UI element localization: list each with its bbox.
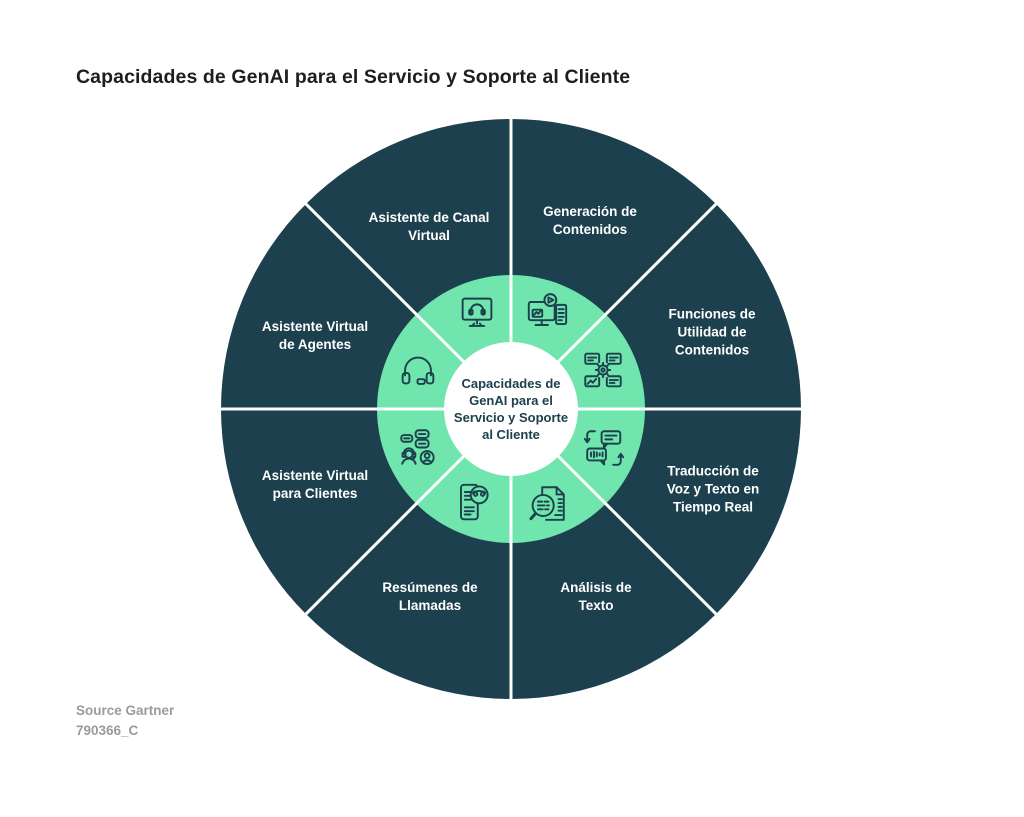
agent-customer-chat-icon	[396, 424, 442, 470]
segment-label-generacion-contenidos: Generación de Contenidos	[543, 204, 637, 237]
center-circle	[444, 342, 578, 476]
segment-label-funciones-utilidad-contenidos: Funciones de Utilidad de Contenidos	[668, 306, 756, 357]
segment-label-analisis-texto: Análisis de Texto	[560, 580, 632, 613]
segment-label-asistente-virtual-clientes: Asistente Virtual para Clientes	[261, 468, 369, 501]
wheel-center-label: Capacidades de GenAI para el Servicio y …	[453, 376, 569, 442]
segment-label-asistente-canal-virtual: Asistente de Canal Virtual	[368, 210, 490, 243]
page-title: Capacidades de GenAI para el Servicio y …	[76, 66, 631, 88]
content-gear-icon	[580, 347, 626, 393]
monitor-headset-icon	[454, 290, 500, 336]
source-line: Source Gartner	[76, 703, 175, 718]
segment-label-asistente-virtual-agentes: Asistente Virtual de Agentes	[261, 319, 369, 352]
translate-bubbles-icon	[581, 425, 627, 471]
segment-label-resumenes-llamadas: Resúmenes de Llamadas	[382, 580, 478, 613]
source-id: 790366_C	[76, 723, 139, 738]
source-note: Source Gartner 790366_C	[76, 701, 174, 741]
video-content-icon	[524, 290, 570, 336]
segment-label-traduccion-voz-texto: Traducción de Voz y Texto en Tiempo Real	[666, 463, 760, 514]
document-magnifier-icon	[524, 481, 570, 527]
phone-call-summary-icon	[449, 480, 495, 526]
headset-icon	[395, 348, 441, 394]
